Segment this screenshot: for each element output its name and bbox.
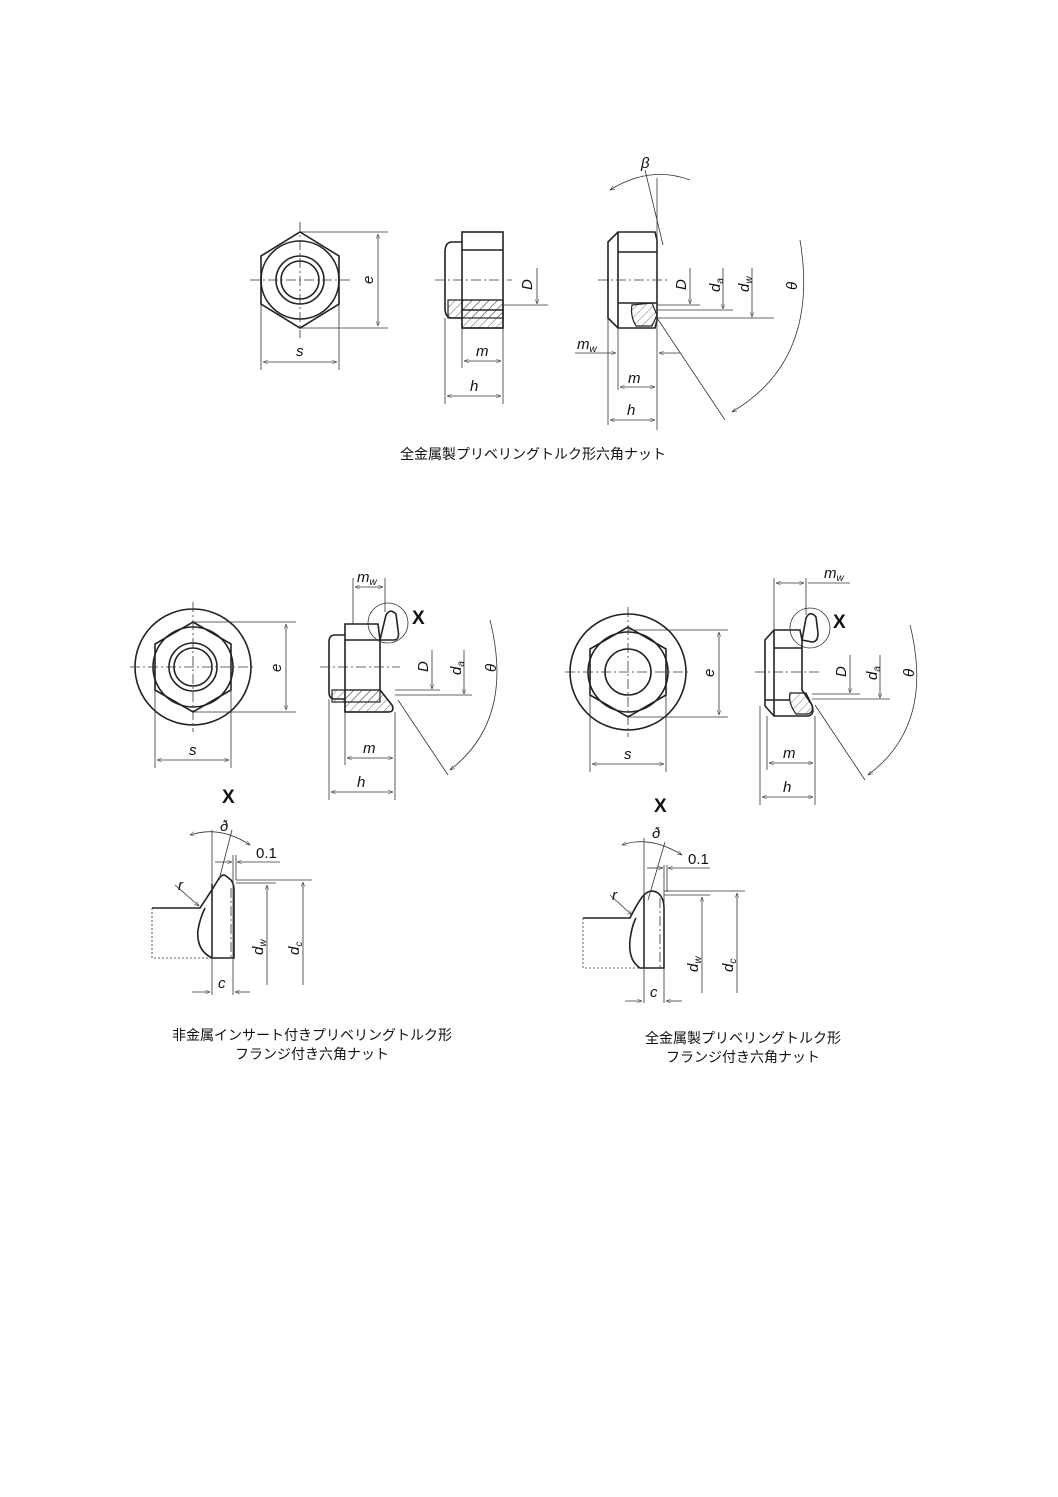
dim-D: D: [519, 279, 536, 290]
dim-dc: dc: [720, 959, 739, 972]
dim-e: e: [268, 664, 285, 672]
dim-h: h: [357, 774, 365, 791]
dim-h: h: [470, 378, 478, 395]
left-detail-X: X ð 0.1 r dw dc c: [151, 787, 312, 995]
dim-mw: mw: [577, 336, 598, 355]
top-front-view: e s: [250, 222, 388, 370]
angle-theta: θ: [901, 669, 918, 677]
detail-title-X: X: [654, 796, 667, 817]
caption-right-line1: 全金属製プリベリングトルク形: [645, 1030, 841, 1047]
angle-theta: θ: [483, 664, 500, 672]
right-detail-X: X ð 0.1 r dw dc c: [582, 796, 745, 1004]
left-front-view: e s: [130, 602, 296, 768]
dim-dw: dw: [250, 939, 269, 955]
top-side-view-insert: D m h: [435, 231, 548, 404]
dim-D: D: [673, 279, 690, 290]
gap-value: 0.1: [256, 845, 277, 862]
dim-m: m: [628, 370, 641, 387]
dim-e: e: [360, 276, 377, 284]
dim-dw: dw: [685, 956, 704, 972]
dim-mw: mw: [357, 569, 378, 588]
dim-m: m: [476, 343, 489, 360]
dim-c: c: [650, 984, 658, 1001]
caption-top: 全金属製プリベリングトルク形六角ナット: [400, 446, 666, 463]
dim-da: da: [707, 278, 726, 292]
dim-da: da: [448, 661, 467, 675]
dim-c: c: [218, 975, 226, 992]
top-side-view-all-metal: β D da dw θ mw m h: [575, 155, 805, 430]
caption-left-line2: フランジ付き六角ナット: [235, 1047, 389, 1063]
dim-dw: dw: [736, 276, 755, 292]
angle-delta: ð: [220, 818, 228, 835]
detail-marker-X: X: [833, 612, 846, 633]
dim-s: s: [624, 746, 632, 763]
dim-s: s: [189, 742, 197, 759]
dim-h: h: [783, 779, 791, 796]
dim-dc: dc: [286, 942, 305, 955]
dim-m: m: [783, 745, 796, 762]
dim-s: s: [296, 343, 304, 360]
right-side-view: X mw D da θ m h: [755, 565, 918, 805]
detail-title-X: X: [222, 787, 235, 808]
angle-theta: θ: [784, 282, 801, 290]
angle-delta: ð: [652, 825, 660, 842]
left-side-view: X mw D da θ m h: [320, 569, 500, 800]
dim-mw: mw: [824, 565, 845, 584]
radius-r: r: [612, 887, 618, 904]
caption-right-line2: フランジ付き六角ナット: [666, 1050, 820, 1066]
gap-value: 0.1: [688, 851, 709, 868]
dim-h: h: [627, 402, 635, 419]
angle-beta: β: [640, 155, 650, 172]
dim-D: D: [833, 666, 850, 677]
dim-da: da: [864, 666, 883, 680]
dim-D: D: [415, 661, 432, 672]
dim-m: m: [363, 740, 376, 757]
radius-r: r: [178, 877, 184, 894]
detail-marker-X: X: [412, 608, 425, 629]
dim-e: e: [701, 669, 718, 677]
right-front-view: e s: [565, 607, 728, 772]
caption-left-line1: 非金属インサート付きプリベリングトルク形: [172, 1028, 452, 1044]
